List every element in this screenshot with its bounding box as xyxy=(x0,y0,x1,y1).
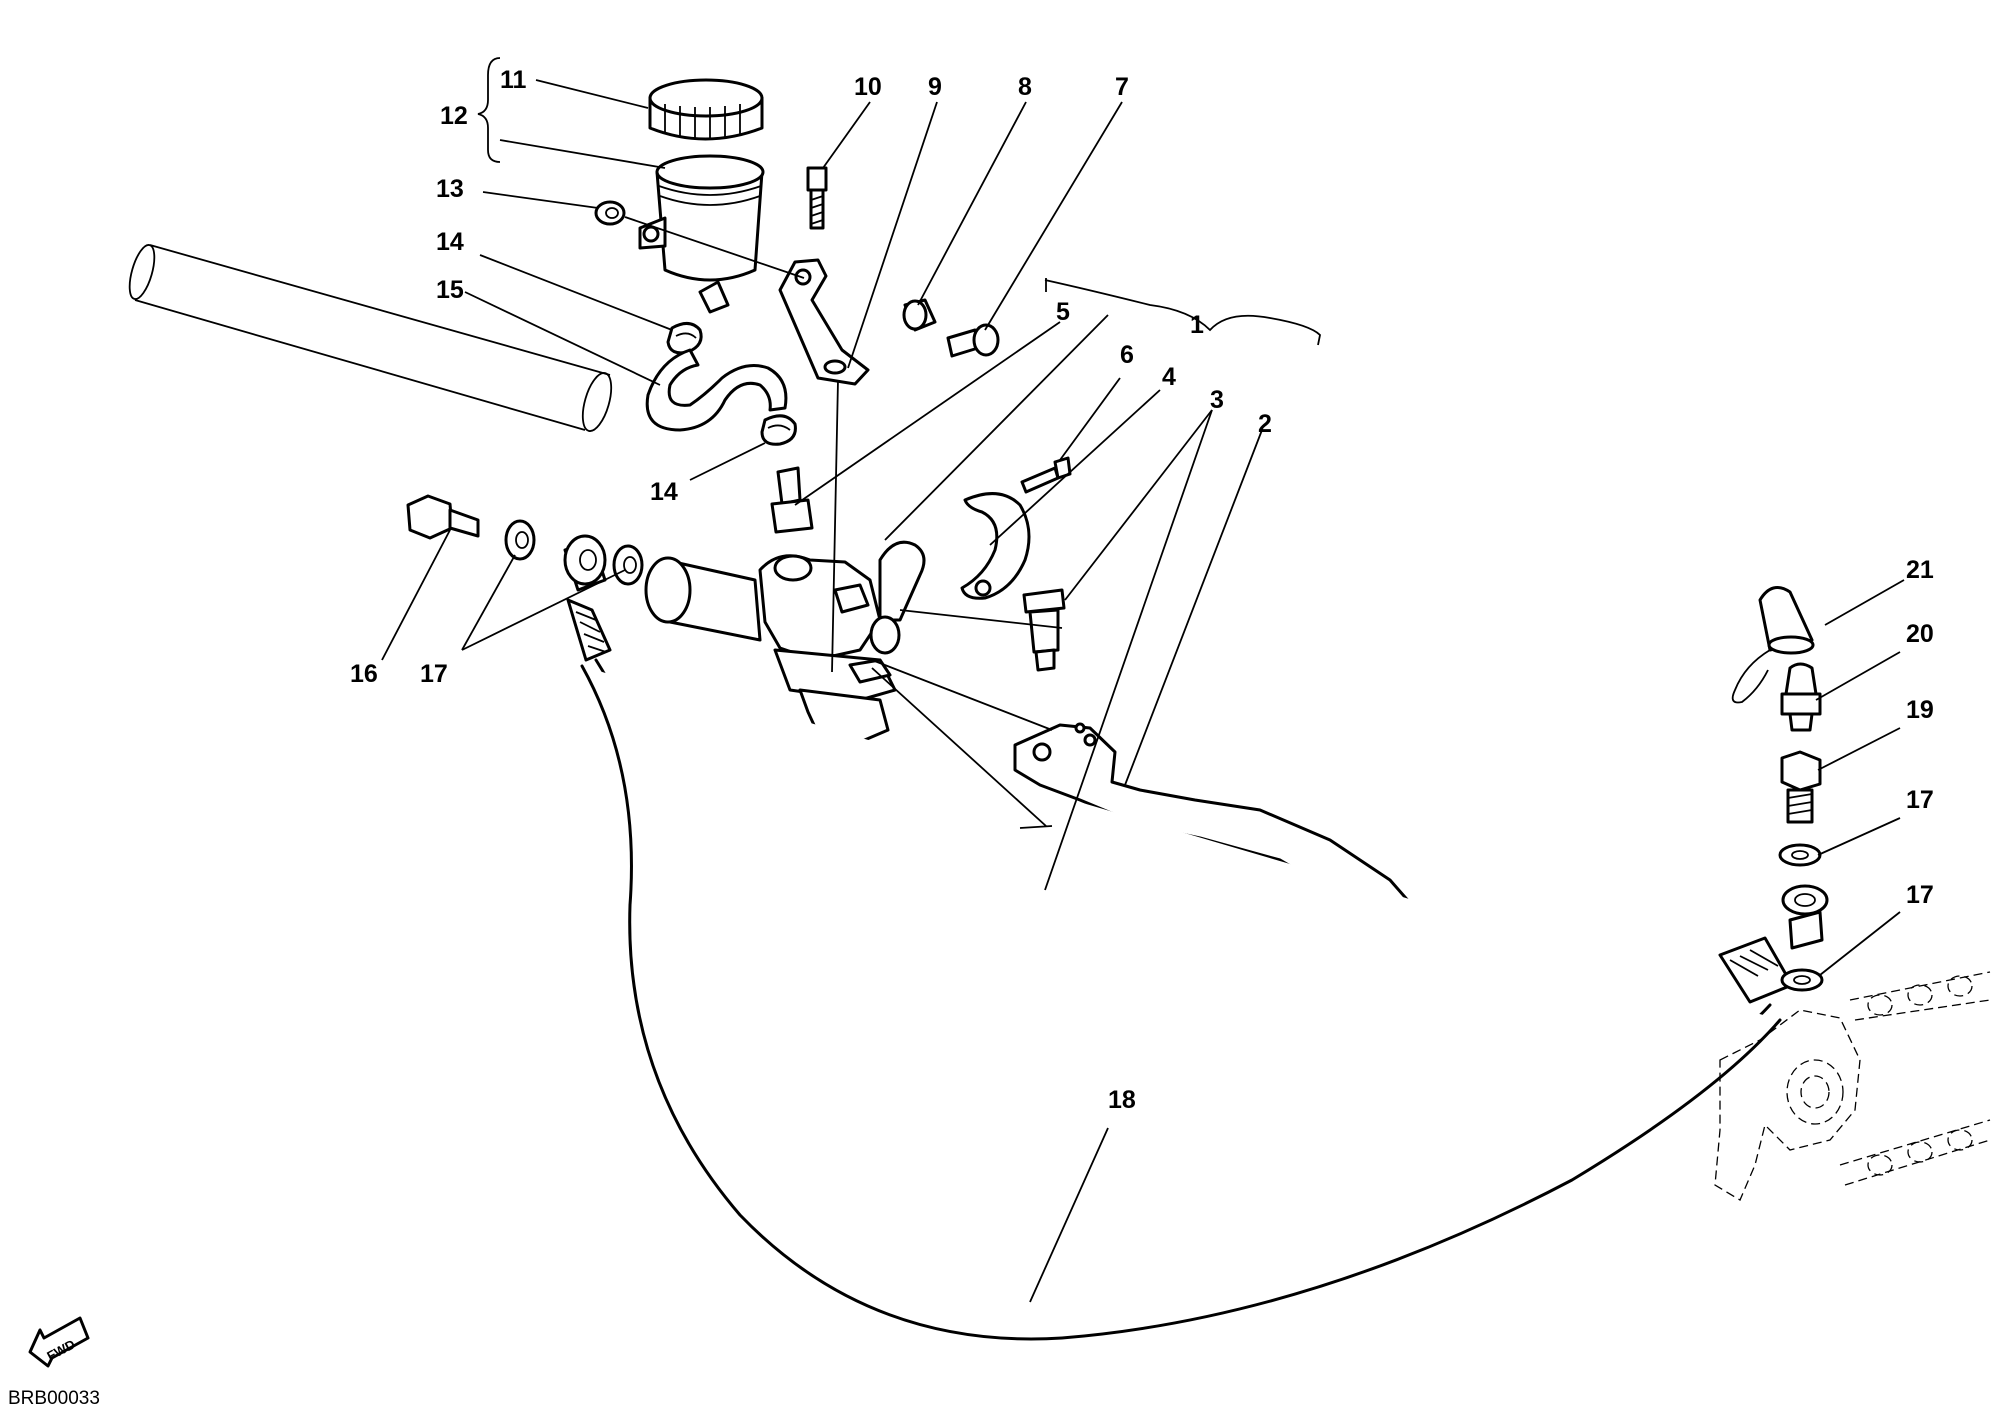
slave-cylinder-and-chain xyxy=(1714,971,1991,1201)
bleed-banjo-bolt xyxy=(1780,750,1822,824)
callout-15: 15 xyxy=(436,276,464,304)
lever-pivot-pin xyxy=(1022,588,1066,672)
callout-13: 13 xyxy=(436,175,464,203)
hose-nipple xyxy=(770,466,814,534)
callout-7: 7 xyxy=(1115,73,1129,101)
banjo-bolt xyxy=(406,494,480,540)
callout-14-lower: 14 xyxy=(650,478,678,506)
handlebar-clamp xyxy=(960,492,1031,600)
callout-5: 5 xyxy=(1056,298,1070,326)
rubber-bush xyxy=(902,298,937,332)
callout-21: 21 xyxy=(1906,556,1934,584)
hose-clip-upper xyxy=(666,322,703,355)
callout-17-lower-2: 17 xyxy=(1906,881,1934,909)
handlebar-tube xyxy=(128,244,613,432)
clutch-hose xyxy=(566,598,1794,1341)
banjo-fitting-lower xyxy=(1781,884,1829,950)
callout-11: 11 xyxy=(500,66,527,94)
callout-3: 3 xyxy=(1210,386,1224,414)
reservoir-bracket xyxy=(778,258,870,386)
callout-1: 1 xyxy=(1190,311,1204,339)
forward-direction-arrow: FWD xyxy=(28,1316,90,1368)
callout-8: 8 xyxy=(1018,73,1032,101)
reservoir-set-brace xyxy=(477,57,501,163)
bleed-valve xyxy=(1780,662,1822,732)
callout-18: 18 xyxy=(1108,1086,1136,1114)
callout-17-lower-1: 17 xyxy=(1906,786,1934,814)
drawing-code: BRB00033 xyxy=(8,1388,100,1409)
assembly-bracket xyxy=(1044,279,1321,346)
sealing-washer-lower-1 xyxy=(1778,843,1822,867)
bracket-bolt xyxy=(806,166,828,230)
callout-4: 4 xyxy=(1162,363,1176,391)
master-cylinder-body xyxy=(644,540,926,744)
callout-2: 2 xyxy=(1258,410,1272,438)
callout-6: 6 xyxy=(1120,341,1134,369)
sealing-washer-lower-2 xyxy=(1780,968,1824,992)
bleed-valve-cap xyxy=(1731,586,1815,704)
sealing-washer-upper-2 xyxy=(612,544,644,586)
hose-clip-lower xyxy=(760,414,797,446)
callout-16: 16 xyxy=(350,660,378,688)
callout-labels: 1 2 3 4 5 6 7 8 9 10 11 12 13 14 14 15 1… xyxy=(350,66,1934,1114)
bracket-screw xyxy=(946,323,1000,358)
grommet xyxy=(594,200,626,226)
sealing-washer-upper-1 xyxy=(504,519,536,561)
callout-12: 12 xyxy=(440,102,468,130)
reservoir-cap xyxy=(648,78,764,141)
fluid-reservoir xyxy=(638,154,765,314)
leader-lines xyxy=(381,79,1905,1303)
reservoir-hose xyxy=(645,348,788,432)
clamp-screw xyxy=(1020,456,1072,494)
callout-20: 20 xyxy=(1906,620,1934,648)
callout-14-upper: 14 xyxy=(436,228,464,256)
callout-17-upper: 17 xyxy=(420,660,448,688)
banjo-fitting-upper xyxy=(563,534,607,592)
callout-9: 9 xyxy=(928,73,942,101)
callout-19: 19 xyxy=(1906,696,1934,724)
callout-10: 10 xyxy=(854,73,882,101)
